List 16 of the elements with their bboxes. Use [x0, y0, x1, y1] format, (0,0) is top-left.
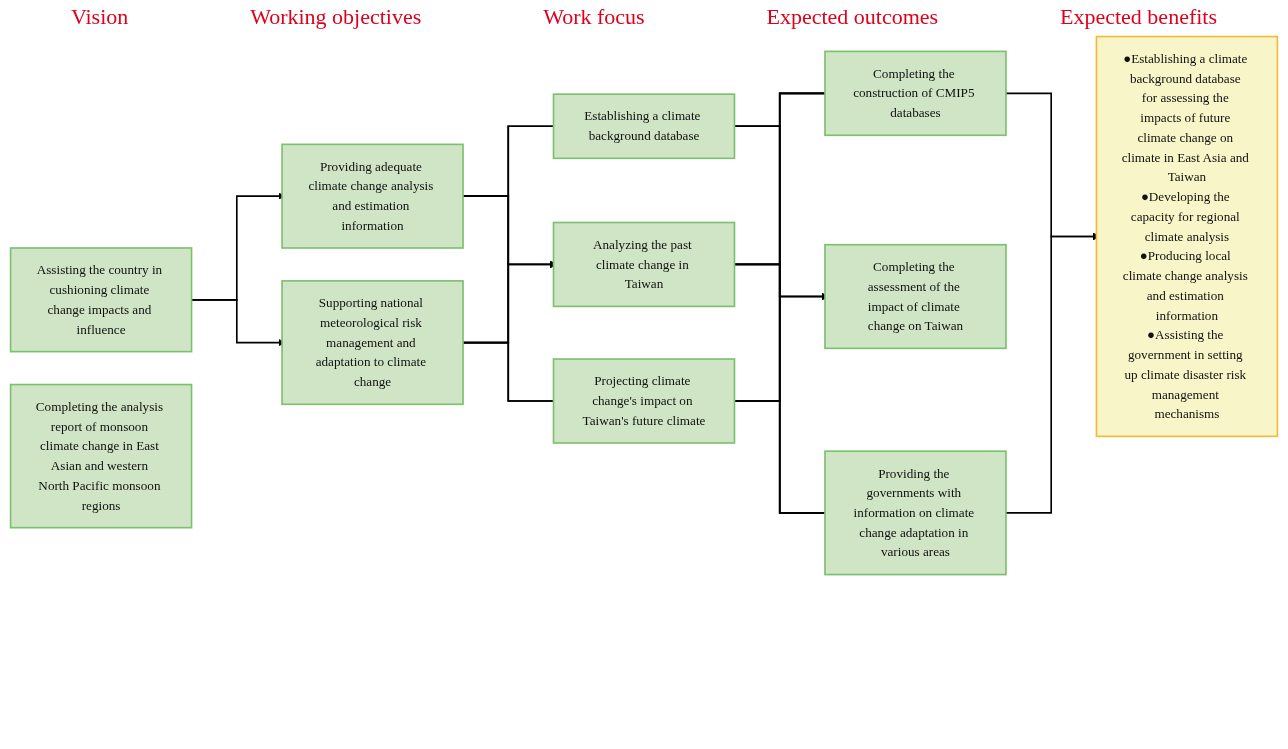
node-box: Providing adequate climate change analysis and estimation information	[281, 143, 464, 249]
column-heading: Expected benefits	[1060, 4, 1217, 30]
node-box: Projecting climate change's impact on Taiwan's future climate	[552, 358, 736, 444]
column-heading: Vision	[70, 4, 129, 30]
node-box: Analyzing the past climate change in Taiwan	[552, 221, 736, 308]
column-heading: Work focus	[543, 4, 645, 30]
node-box: Completing the construction of CMIP5 databases	[824, 50, 1007, 137]
node-box: Supporting national meteorological risk management and adaptation to climate change	[281, 280, 464, 406]
node-box: Assisting the country in cushioning climate change impacts and influence	[9, 247, 193, 353]
node-box: Completing the analysis report of monsoon climate change in East Asian and western North Pacific monsoon regions	[9, 383, 193, 529]
column-heading: Expected outcomes	[766, 4, 939, 30]
node-box: Completing the assessment of the impact of climate change on Taiwan	[824, 243, 1007, 350]
column-heading: Working objectives	[250, 4, 422, 30]
node-box: ●Establishing a climate background database for assessing the impacts of future climate change on climate in East Asia and Taiwan ●Developing the capacity for regional climate analysis ●Producing local climate change analysis and estimation information ●Assisting the government in setting up climate disaster risk management mechanisms	[1095, 35, 1279, 438]
node-box: Providing the governments with information on climate change adaptation in various areas	[824, 450, 1007, 576]
node-box: Establishing a climate background database	[552, 93, 736, 160]
